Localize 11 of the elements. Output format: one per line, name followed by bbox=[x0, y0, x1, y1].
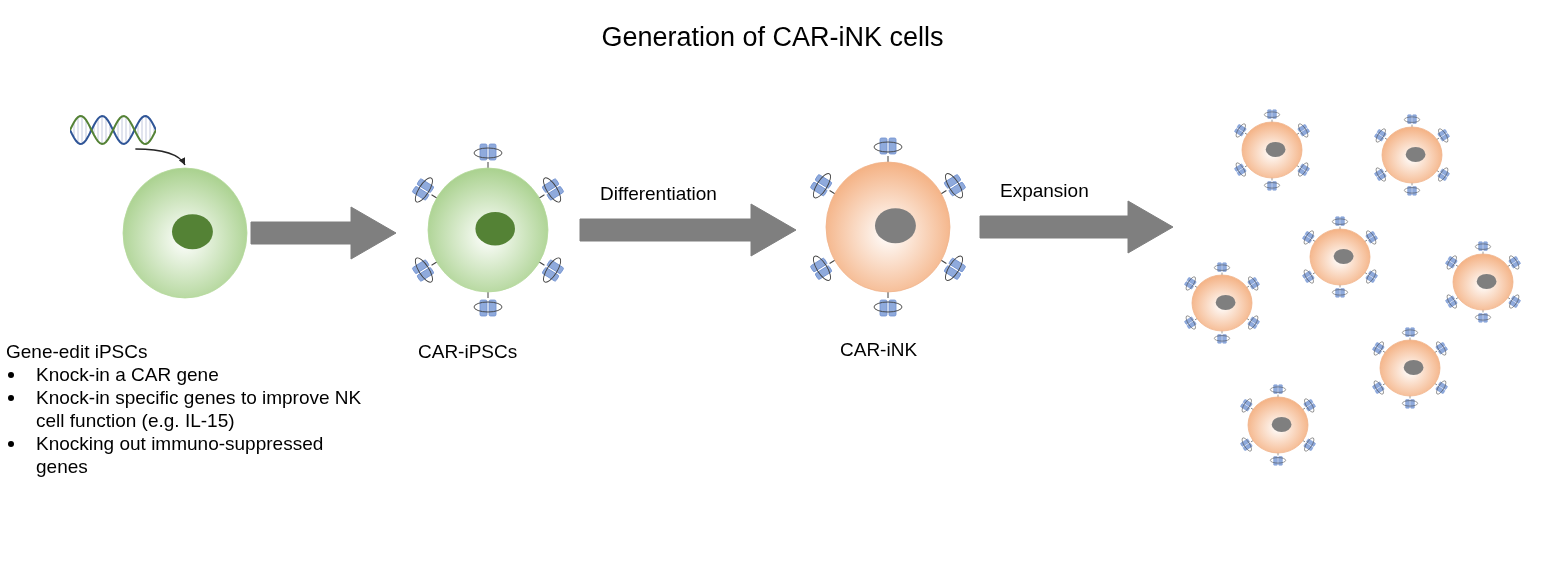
arrow bbox=[134, 148, 186, 166]
block-arrow bbox=[579, 203, 797, 257]
bullet-item: Knocking out immuno-suppressed genes bbox=[6, 432, 366, 478]
bullet-item: Knock-in specific genes to improve NK cell function (e.g. IL-15) bbox=[6, 386, 366, 432]
bullet-item: Knock-in a CAR gene bbox=[6, 363, 366, 386]
block-arrow bbox=[979, 200, 1174, 254]
node-label: CAR-iNK bbox=[840, 338, 919, 361]
title: Generation of CAR-iNK cells bbox=[600, 22, 945, 53]
block-arrow bbox=[250, 206, 397, 260]
node-label: Gene-edit iPSCs bbox=[6, 340, 149, 363]
node-label: CAR-iPSCs bbox=[418, 340, 519, 363]
